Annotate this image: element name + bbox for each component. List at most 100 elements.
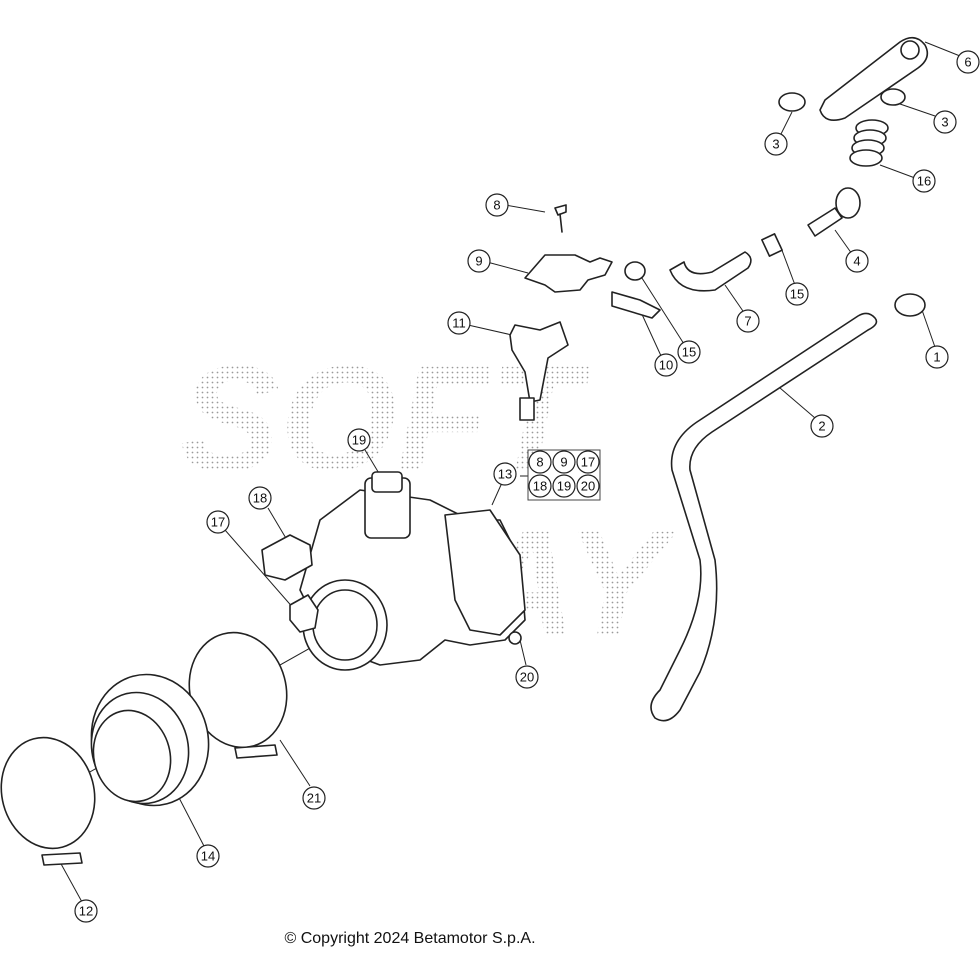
svg-text:17: 17 (211, 515, 225, 530)
part-4-hose-fitting (807, 207, 843, 237)
callout-6[interactable]: 6 (956, 50, 980, 74)
callout-1[interactable]: 1 (925, 345, 949, 369)
callout-18[interactable]: 18 (248, 486, 272, 510)
leader-6 (924, 41, 961, 57)
part-18-sensor (261, 534, 313, 581)
leader-19 (364, 449, 381, 476)
callout-20[interactable]: 20 (515, 665, 539, 689)
callout-4[interactable]: 4 (845, 249, 869, 273)
callout-21[interactable]: 21 (302, 786, 326, 810)
svg-text:4: 4 (853, 254, 860, 269)
part-6-hose-elbow (819, 36, 929, 121)
kit-group-items: 8 9 17 18 19 20 (528, 450, 600, 498)
part-13-throttle-body (299, 471, 526, 671)
callout-3b[interactable]: 3 (933, 110, 957, 134)
part-12-clamp-screw (41, 852, 83, 866)
svg-text:11: 11 (452, 316, 466, 331)
svg-text:18: 18 (253, 491, 267, 506)
svg-text:18: 18 (533, 479, 547, 494)
leader-2 (779, 387, 816, 419)
svg-text:3: 3 (772, 137, 779, 152)
leader-10 (639, 309, 663, 359)
svg-text:20: 20 (581, 479, 595, 494)
leader-4 (834, 229, 853, 255)
svg-text:9: 9 (560, 455, 567, 470)
leader-17 (224, 529, 296, 611)
kit-item-19[interactable]: 19 (552, 474, 576, 498)
callout-13[interactable]: 13 (493, 462, 517, 486)
callout-14[interactable]: 14 (196, 844, 220, 868)
kit-item-18[interactable]: 18 (528, 474, 552, 498)
svg-text:17: 17 (581, 455, 595, 470)
callout-12[interactable]: 12 (74, 899, 98, 923)
svg-text:13: 13 (498, 467, 512, 482)
callout-2[interactable]: 2 (810, 414, 834, 438)
part-15b-clamp (761, 233, 783, 257)
svg-text:8: 8 (536, 455, 543, 470)
part-16-spring (849, 119, 889, 167)
kit-item-9[interactable]: 9 (552, 450, 576, 474)
part-8-screw-shank (559, 213, 563, 233)
parts (0, 36, 929, 866)
svg-text:15: 15 (682, 345, 696, 360)
leader-21 (279, 739, 311, 787)
part-17-connector (289, 594, 319, 633)
part-20-nut (508, 631, 522, 645)
callout-16[interactable]: 16 (912, 169, 936, 193)
part-10-bracket (611, 291, 661, 319)
leader-15b (779, 244, 796, 286)
part-3a-clamp (778, 92, 806, 112)
svg-text:7: 7 (744, 314, 751, 329)
leader-3a (779, 111, 793, 137)
callout-15a[interactable]: 15 (677, 340, 701, 364)
callout-10[interactable]: 10 (654, 353, 678, 377)
leader-7 (724, 284, 746, 315)
leader-15a (639, 274, 685, 345)
part-4-fitting-cap (835, 187, 861, 219)
kit-item-20[interactable]: 20 (576, 474, 600, 498)
part-11-injector-tip (519, 397, 535, 421)
part-15a-clamp (624, 261, 646, 281)
leader-8 (504, 204, 546, 213)
leader-9 (486, 261, 529, 274)
callout-3a[interactable]: 3 (764, 132, 788, 156)
part-8-screw-head (554, 204, 567, 216)
part-2-long-hose (650, 312, 878, 722)
callout-9[interactable]: 9 (467, 249, 491, 273)
part-12-clamp-ring (0, 736, 96, 850)
leader-3b (899, 103, 936, 117)
svg-text:19: 19 (557, 479, 571, 494)
callout-17[interactable]: 17 (206, 510, 230, 534)
svg-text:10: 10 (659, 358, 673, 373)
kit-item-17[interactable]: 17 (576, 450, 600, 474)
callout-11[interactable]: 11 (447, 311, 471, 335)
svg-text:2: 2 (818, 419, 825, 434)
svg-text:12: 12 (79, 904, 93, 919)
copyright-notice: © Copyright 2024 Betamotor S.p.A. (284, 930, 536, 947)
svg-text:8: 8 (493, 198, 500, 213)
leader-11 (467, 324, 513, 336)
kit-group-box (527, 449, 601, 501)
kit-item-8[interactable]: 8 (528, 450, 552, 474)
part-6-outlet (900, 40, 920, 60)
svg-text:16: 16 (917, 174, 931, 189)
svg-text:15: 15 (790, 287, 804, 302)
callout-8[interactable]: 8 (485, 193, 509, 217)
leader-16 (879, 164, 916, 179)
svg-text:14: 14 (201, 849, 215, 864)
callout-7[interactable]: 7 (736, 309, 760, 333)
part-11-injector (509, 321, 569, 403)
callout-15b[interactable]: 15 (785, 282, 809, 306)
part-21-clamp-screw (234, 744, 278, 759)
svg-text:3: 3 (941, 115, 948, 130)
leader-20 (519, 639, 527, 666)
part-9-injector-holder (524, 254, 613, 293)
part-14-intake-boot (90, 673, 210, 807)
callout-19[interactable]: 19 (347, 428, 371, 452)
svg-text:9: 9 (475, 254, 482, 269)
svg-text:1: 1 (933, 350, 940, 365)
svg-text:19: 19 (352, 433, 366, 448)
part-3b-clamp (880, 88, 906, 106)
